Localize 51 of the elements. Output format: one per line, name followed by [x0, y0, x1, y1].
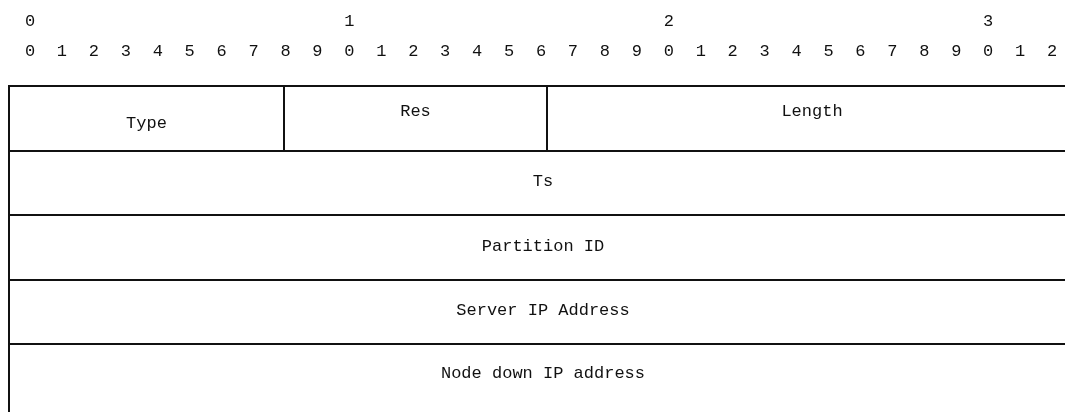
- bit-number: 8: [918, 42, 931, 62]
- field-label: Node down IP address: [440, 364, 645, 385]
- bit-number: 0: [23, 42, 37, 62]
- bit-number: 5: [183, 42, 196, 62]
- bit-number: 0: [23, 12, 37, 32]
- bit-number: 5: [503, 42, 516, 62]
- packet-field: [8, 150, 1065, 214]
- field-label: Partition ID: [481, 237, 605, 258]
- bit-number: 1: [55, 42, 69, 62]
- bit-number: 3: [439, 42, 452, 62]
- field-label: Server IP Address: [456, 301, 630, 322]
- packet-field: [8, 85, 283, 150]
- bit-number: 9: [311, 42, 324, 62]
- bit-number: 7: [566, 42, 580, 62]
- bit-number: 1: [375, 42, 388, 62]
- bit-number: 2: [726, 42, 739, 62]
- packet-field: [8, 279, 1065, 343]
- bit-number: 2: [1045, 42, 1059, 62]
- bit-number: 0: [662, 42, 675, 62]
- bit-number: 1: [1014, 42, 1027, 62]
- bit-number: 9: [630, 42, 643, 62]
- bit-number: 4: [471, 42, 484, 62]
- bit-number: 0: [343, 42, 356, 62]
- packet-field: [8, 343, 1065, 412]
- bit-number: 6: [854, 42, 867, 62]
- bit-number: 4: [151, 42, 164, 62]
- bit-number: 3: [119, 42, 132, 62]
- packet-field: [283, 85, 546, 150]
- bit-number: 8: [279, 42, 292, 62]
- bit-number: 1: [694, 42, 707, 62]
- field-label: Res: [400, 102, 431, 123]
- packet-field: [8, 214, 1065, 279]
- bit-number: 7: [886, 42, 899, 62]
- bit-number: 2: [407, 42, 420, 62]
- bit-number: 2: [662, 12, 675, 32]
- bit-number: 7: [247, 42, 260, 62]
- bit-number: 5: [822, 42, 835, 62]
- field-label: Type: [126, 114, 167, 135]
- bit-number: 9: [950, 42, 963, 62]
- field-label: Length: [781, 102, 843, 123]
- bit-number: 2: [87, 42, 100, 62]
- packet-field: [546, 85, 1065, 150]
- bit-number: 6: [534, 42, 548, 62]
- bit-number: 4: [790, 42, 803, 62]
- bit-number: 6: [215, 42, 228, 62]
- bit-number: 1: [343, 12, 356, 32]
- field-label: Ts: [532, 172, 554, 193]
- bit-number: 3: [758, 42, 771, 62]
- bit-number: 3: [982, 12, 995, 32]
- bit-number: 8: [598, 42, 611, 62]
- bit-number: 0: [982, 42, 995, 62]
